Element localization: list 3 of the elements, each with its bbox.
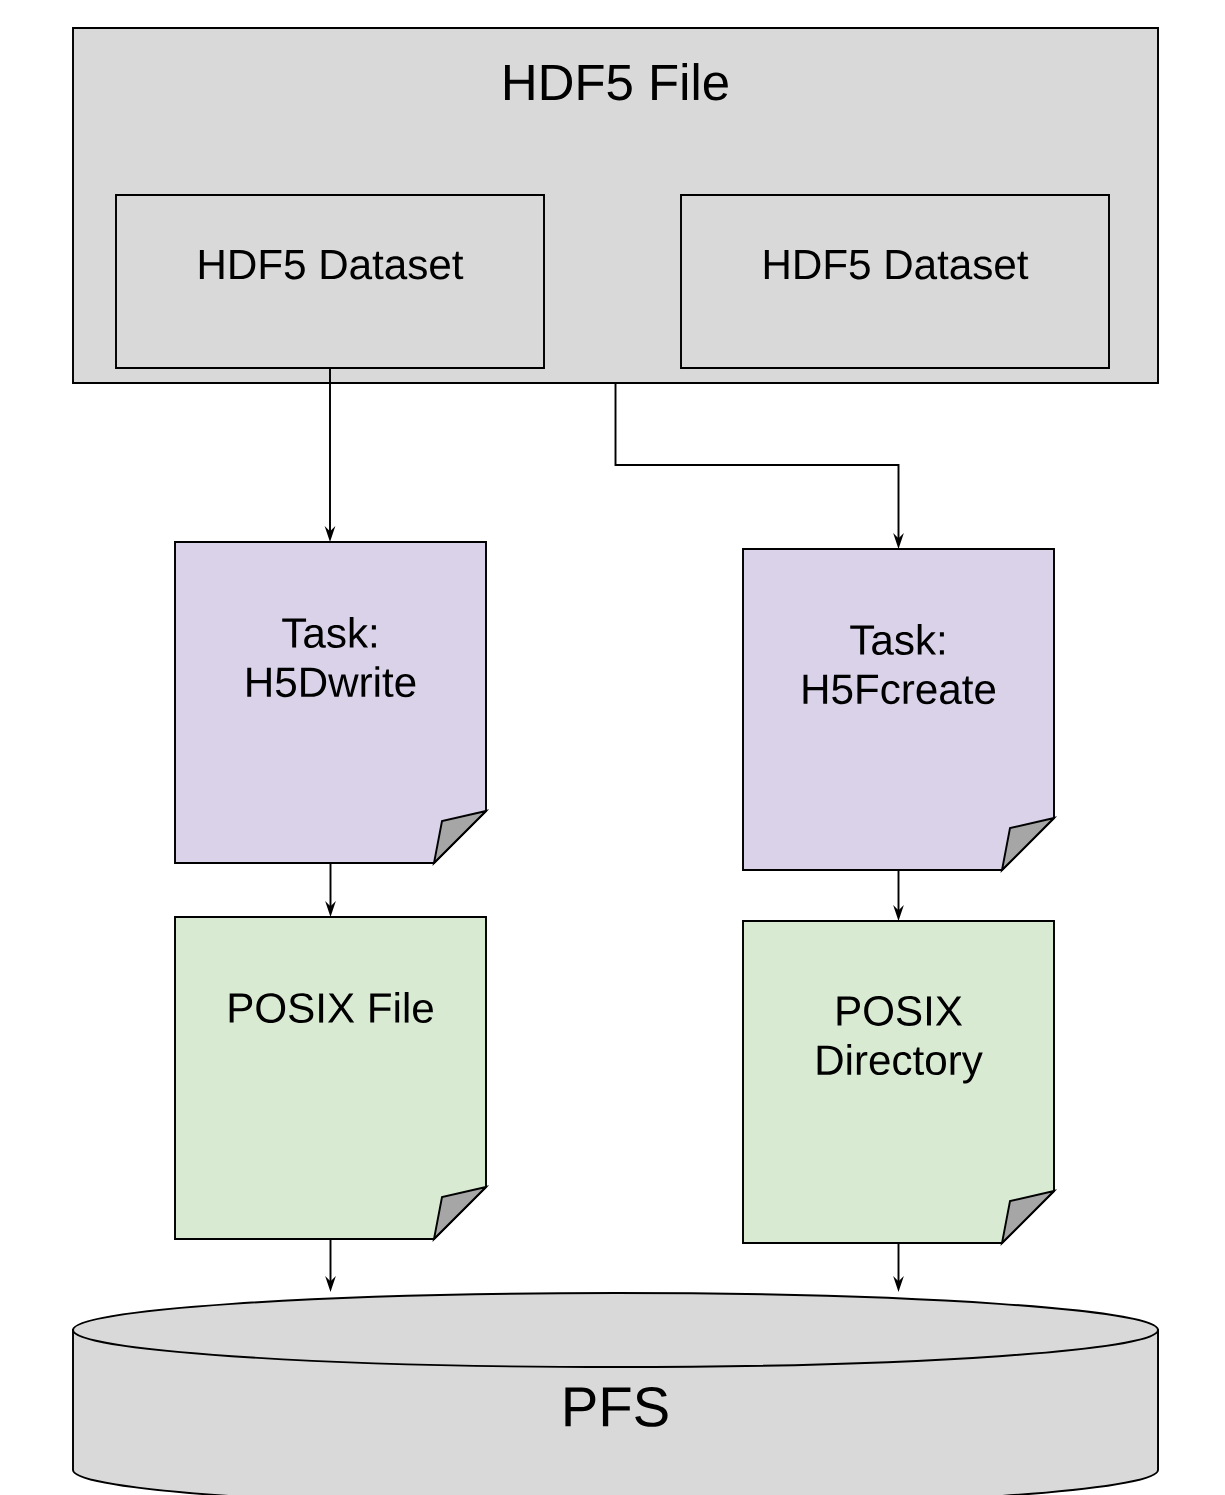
dataset-box: HDF5 Dataset: [680, 194, 1110, 369]
storage-cylinder: PFS: [72, 1292, 1159, 1495]
dataset-box: HDF5 Dataset: [115, 194, 545, 369]
